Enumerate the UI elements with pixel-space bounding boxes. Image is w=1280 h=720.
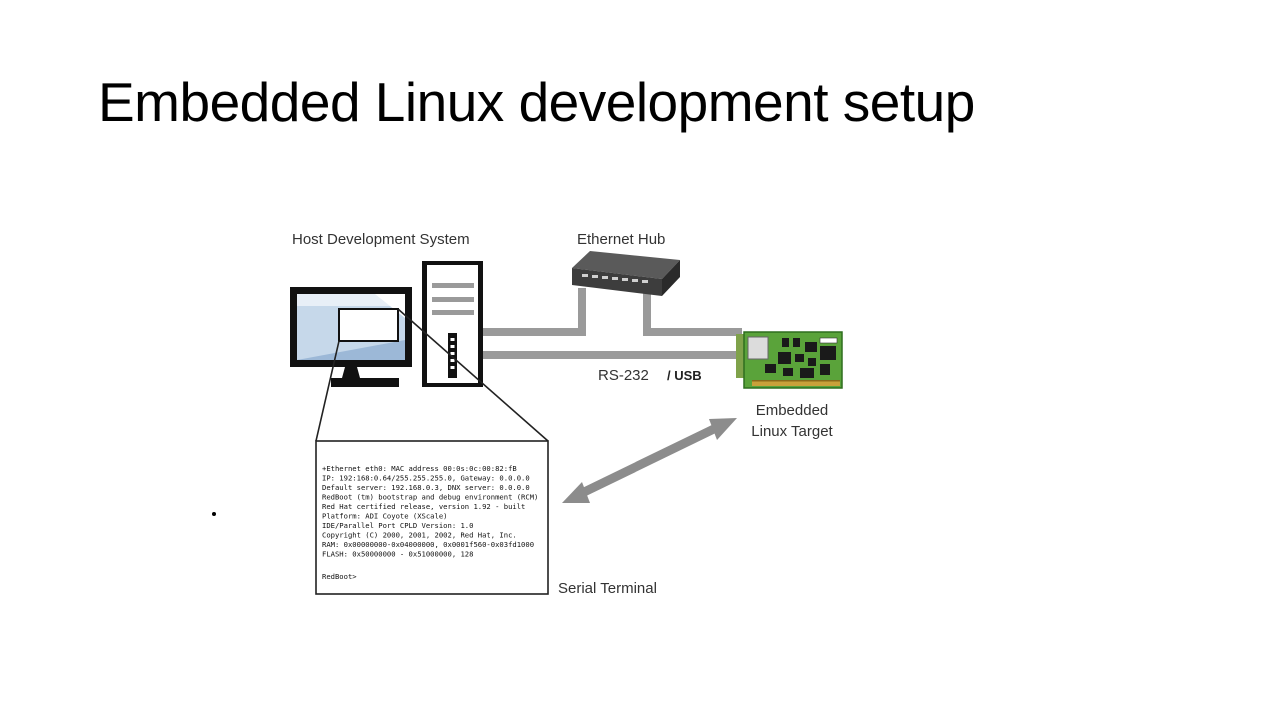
serial-terminal-window: +Ethernet eth0: MAC address 00:0s:0c:00:…	[315, 440, 549, 595]
terminal-label: Serial Terminal	[558, 580, 657, 597]
host-monitor	[290, 287, 412, 387]
slide-title: Embedded Linux development setup	[98, 71, 975, 133]
stray-dot	[212, 512, 216, 516]
host-tower	[422, 261, 483, 387]
target-label-line2: Linux Target	[751, 423, 833, 440]
serial-arrow	[562, 418, 737, 503]
terminal-line: +Ethernet eth0: MAC address 00:0s:0c:00:…	[322, 464, 517, 473]
ethernet-cable-target	[643, 288, 742, 336]
terminal-line: RAM: 0x00000000-0x04000000, 0x0001f560-0…	[322, 540, 534, 549]
target-label-line1: Embedded	[756, 402, 829, 419]
terminal-line: IDE/Parallel Port CPLD Version: 1.0	[322, 521, 473, 530]
ethernet-cable-host	[483, 288, 586, 336]
terminal-line: Default server: 192.168.0.3, DNX server:…	[322, 483, 530, 492]
host-label: Host Development System	[292, 231, 470, 248]
terminal-line: IP: 192:168:0.64/255.255.255.0, Gateway:…	[322, 474, 530, 483]
terminal-line: RedBoot (tm) bootstrap and debug environ…	[322, 493, 538, 502]
terminal-line: FLASH: 0x50000000 - 0x51000000, 128	[322, 550, 473, 559]
terminal-prompt: RedBoot>	[322, 572, 357, 581]
terminal-line: Red Hat certified release, version 1.92 …	[322, 502, 525, 511]
rs232-label: RS-232	[598, 367, 649, 384]
terminal-text: +Ethernet eth0: MAC address 00:0s:0c:00:…	[322, 464, 538, 581]
terminal-line: Platform: ADI Coyote (XScale)	[322, 512, 448, 521]
usb-label: / USB	[667, 368, 702, 383]
embedded-board-icon	[736, 331, 843, 389]
hub-label: Ethernet Hub	[577, 231, 665, 248]
network-cables	[483, 288, 742, 359]
zoom-lines	[315, 308, 549, 442]
ethernet-hub-icon	[572, 251, 680, 296]
terminal-line: Copyright (C) 2000, 2001, 2002, Red Hat,…	[322, 531, 517, 540]
